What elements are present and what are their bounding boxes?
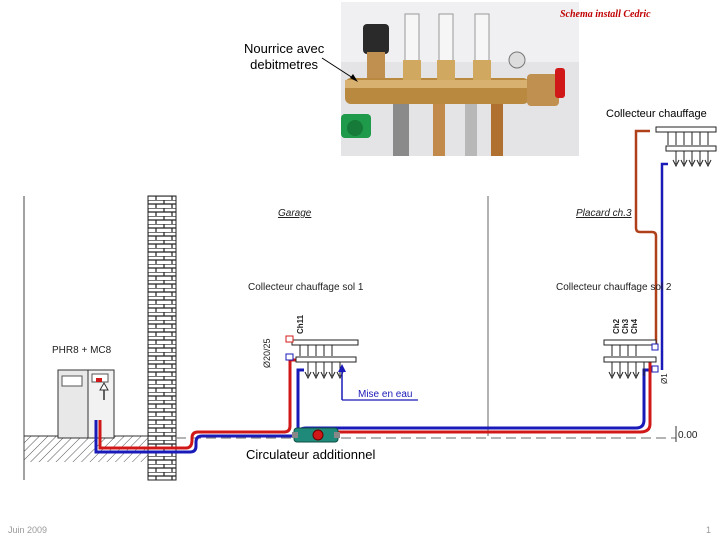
circuit-code-sol2-c: Ch4 xyxy=(630,318,639,334)
collector-sol1-symbol xyxy=(285,335,359,380)
manifold-illustration xyxy=(341,2,579,156)
supply-pipe-sol1 xyxy=(98,358,296,450)
page-number: 1 xyxy=(706,525,712,535)
pipe-size-label-2: Ø1 xyxy=(660,373,669,384)
level-label: 0.00 xyxy=(678,430,698,441)
caption-pointer xyxy=(321,57,358,82)
mise-en-eau-arrowhead xyxy=(338,364,346,372)
top-return-riser xyxy=(660,162,668,370)
footer-date: Juin 2009 xyxy=(8,525,48,535)
page-title: Schema install Cedric xyxy=(560,9,651,20)
circulator-pump xyxy=(292,427,340,443)
room-placard: Placard ch.3 xyxy=(576,208,632,219)
mise-en-eau-label: Mise en eau xyxy=(358,389,413,400)
top-collector-symbol xyxy=(655,126,717,168)
boiler-label: PHR8 + MC8 xyxy=(52,345,112,356)
collector-sol1-label: Collecteur chauffage sol 1 xyxy=(248,282,364,293)
photo-caption: Nourrice avec debitmetres xyxy=(244,41,324,73)
circuit-code-sol2-b: Ch3 xyxy=(621,318,630,334)
circuit-code-sol1: Ch11 xyxy=(296,314,305,334)
brick-wall xyxy=(147,195,177,481)
photo-caption-line-2: debitmetres xyxy=(250,57,319,72)
collector-sol2-label: Collecteur chauffage sol 2 xyxy=(556,282,672,293)
supply-pipe-sol2 xyxy=(300,358,656,434)
boiler xyxy=(57,369,115,439)
pipe-size-label: Ø20/25 xyxy=(262,338,272,368)
boiler-arrowhead xyxy=(99,381,109,391)
circulateur-label: Circulateur additionnel xyxy=(246,447,376,462)
top-supply-riser xyxy=(634,129,658,346)
manifold-photo xyxy=(341,2,579,156)
return-pipe-sol2 xyxy=(298,368,652,436)
top-collector-label: Collecteur chauffage xyxy=(606,108,707,120)
room-garage: Garage xyxy=(278,208,312,219)
collector-sol2-symbol xyxy=(603,339,659,380)
photo-caption-line-1: Nourrice avec xyxy=(244,41,325,56)
circuit-code-sol2-a: Ch2 xyxy=(612,318,621,334)
